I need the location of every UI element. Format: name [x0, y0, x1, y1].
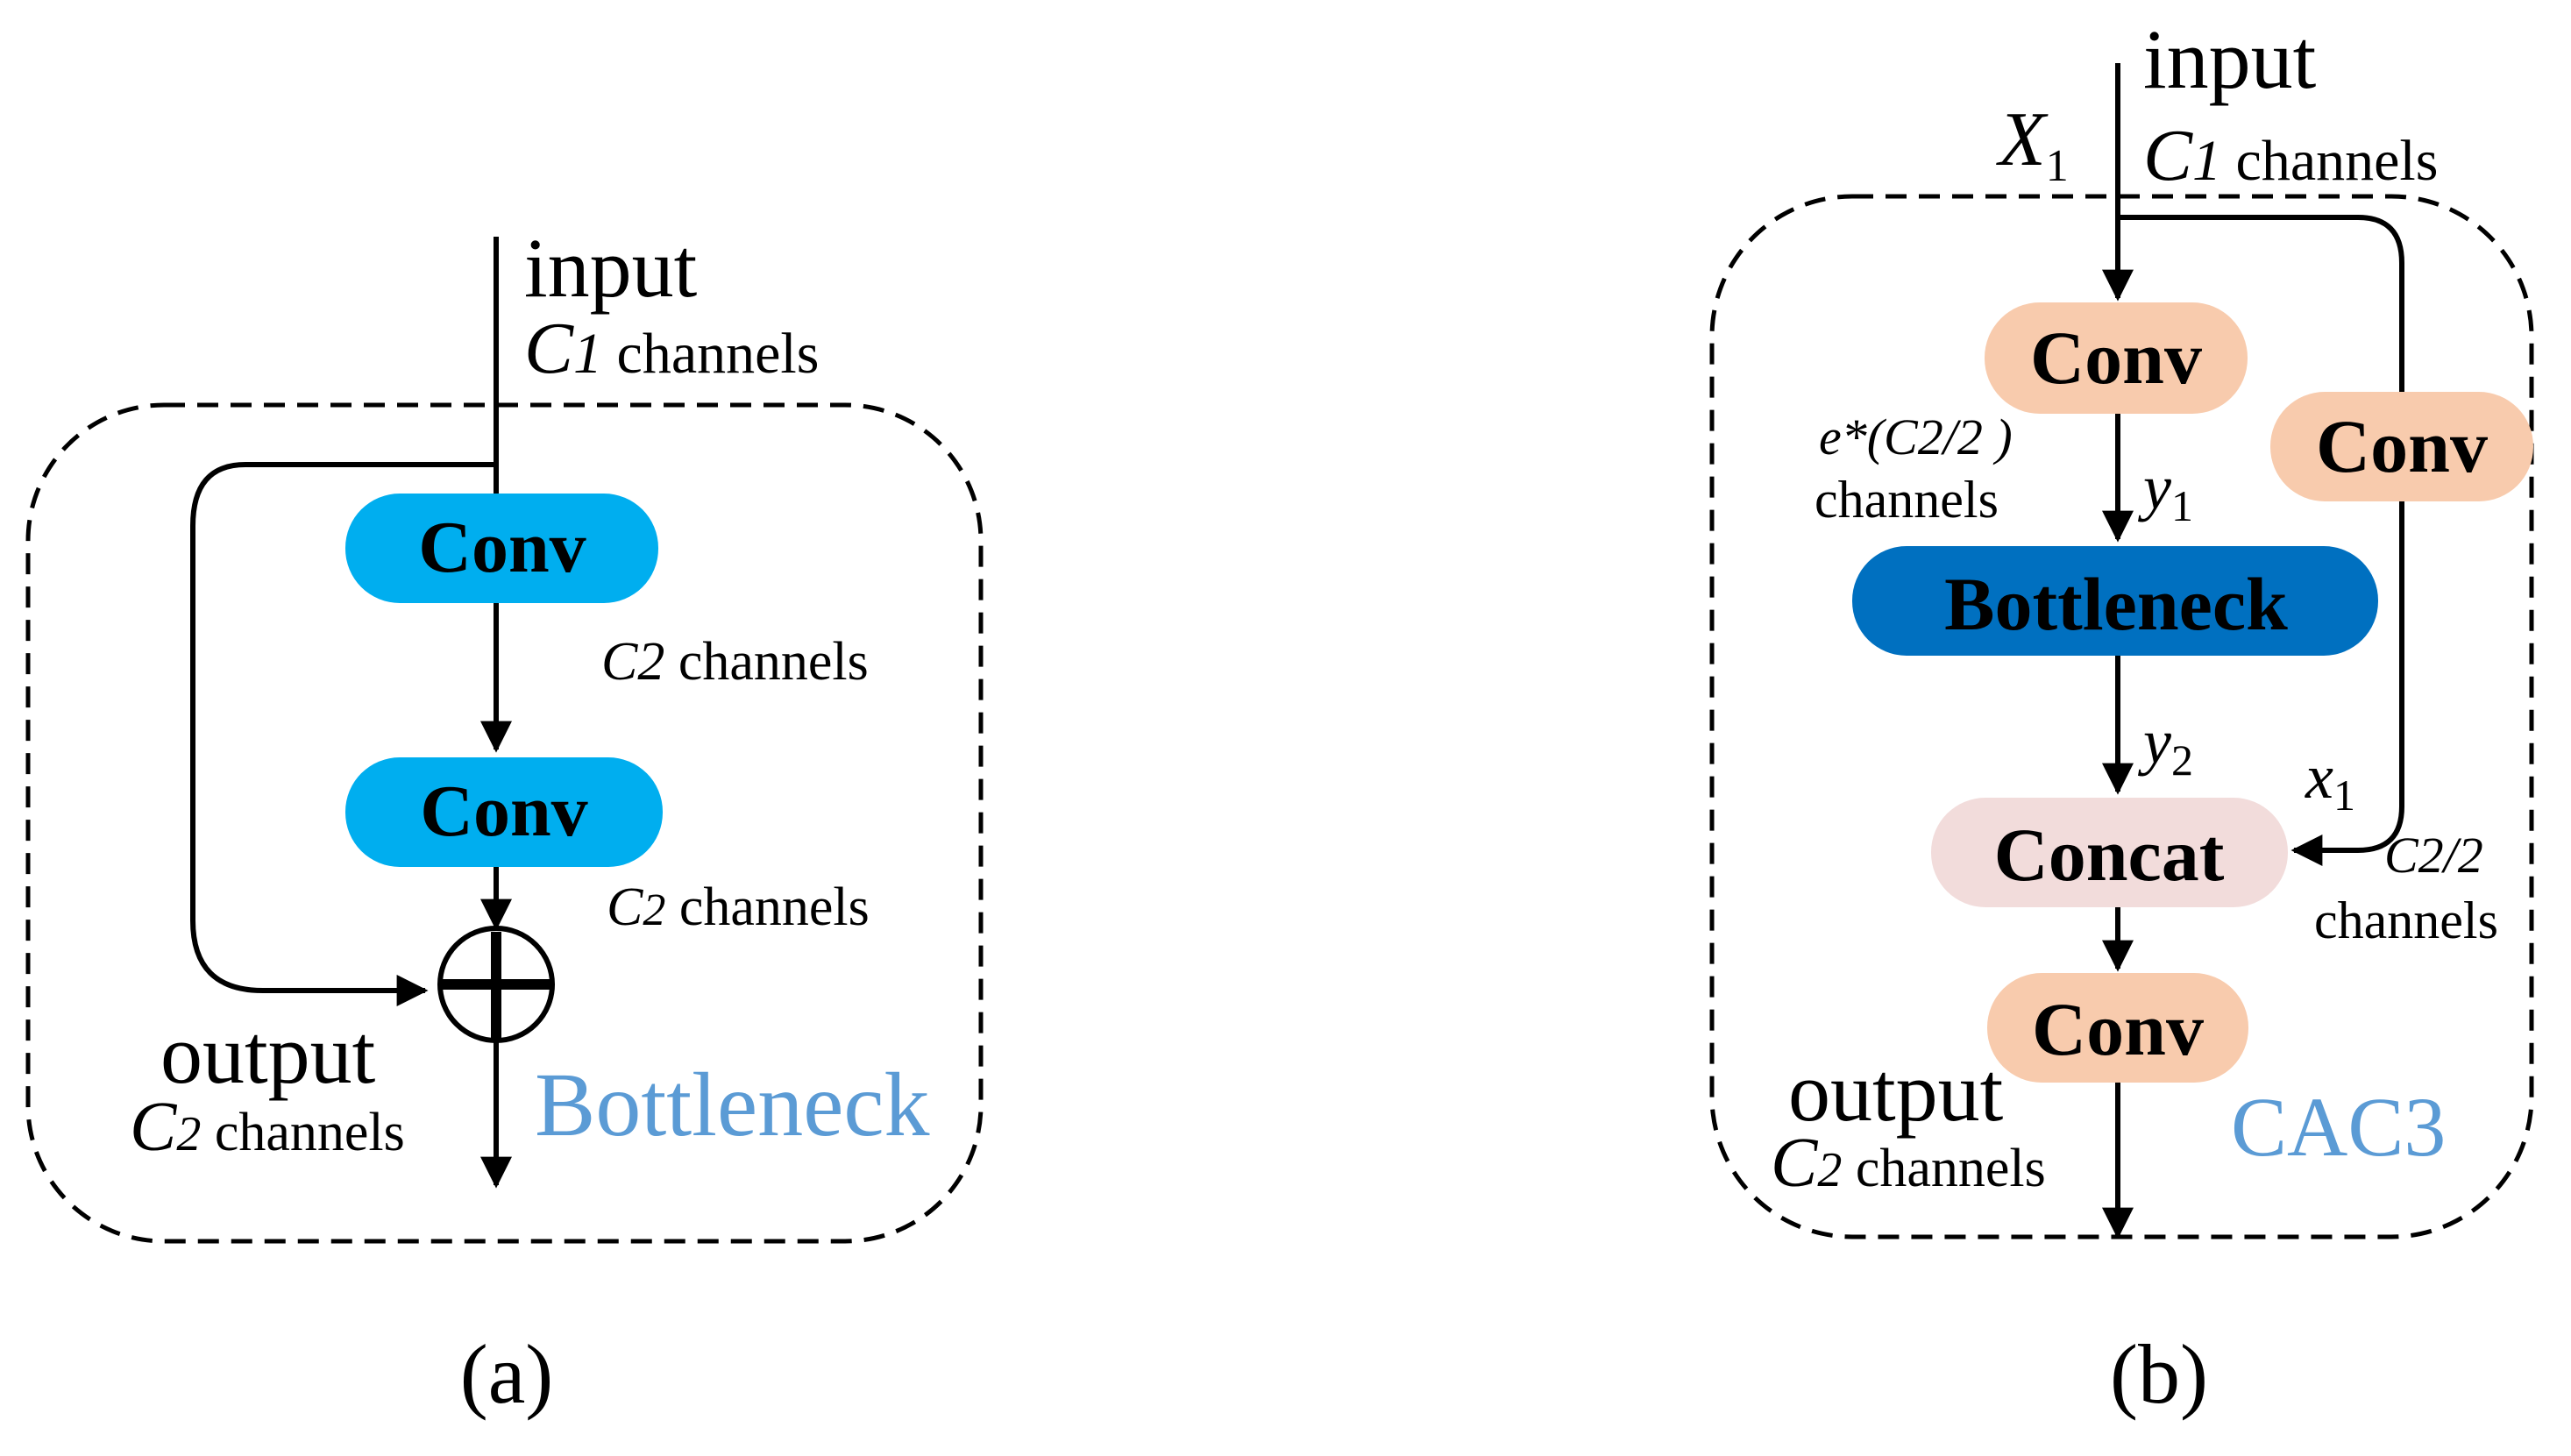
output-label-b: output: [1788, 1045, 2004, 1139]
add-circle-icon: [437, 926, 555, 1043]
side-branch: [2118, 215, 2404, 866]
conv-side-label: Conv: [2316, 404, 2488, 488]
x1-upper-label: X1: [1996, 97, 2069, 191]
bottleneck-block-name: Bottleneck: [535, 1055, 930, 1155]
y1-label: y1: [2137, 452, 2193, 530]
half-channels-top: C2/2: [2384, 827, 2483, 884]
conv-block-1: [345, 494, 658, 603]
input-channels-label: C1 channels: [524, 308, 819, 389]
input-label-b: input: [2143, 12, 2317, 106]
caption-b: (b): [2110, 1327, 2208, 1421]
post-channels-label: C2 channels: [607, 877, 870, 937]
caption-a: (a): [460, 1327, 554, 1421]
conv-main-label: Conv: [2030, 316, 2202, 400]
bottleneck-block-label: Bottleneck: [1944, 562, 2288, 646]
panel-a: Conv Conv input C1 channels C2 channels …: [25, 221, 984, 1421]
output-label: output: [160, 1007, 376, 1101]
input-label: input: [524, 221, 698, 315]
concat-block: [1931, 798, 2288, 907]
conv-main-block: [1985, 302, 2248, 414]
mid-channels-label: C2 channels: [601, 632, 869, 692]
e-channels-bottom: channels: [1815, 471, 1999, 529]
concat-block-label: Concat: [1994, 813, 2225, 897]
half-channels-bottom: channels: [2314, 891, 2498, 949]
conv-block-2-label: Conv: [420, 771, 587, 852]
x1-lower-label: x1: [2305, 742, 2355, 820]
output-channels-label: C2 channels: [130, 1089, 405, 1166]
conv-out-label: Conv: [2032, 987, 2204, 1071]
panel-b: Conv Conv Bottleneck Concat Conv input C…: [1709, 12, 2534, 1421]
bottleneck-block: [1852, 546, 2378, 656]
e-channels-top: e*(C2/2 ): [1819, 408, 2013, 465]
input-channels-label-b: C1 channels: [2143, 115, 2438, 196]
bottleneck-dashed-border: [25, 402, 984, 1244]
y2-label: y2: [2137, 707, 2193, 785]
conv-block-2: [345, 757, 663, 867]
skip-connection: [190, 462, 496, 1006]
cac3-block-name: CAC3: [2231, 1080, 2446, 1174]
conv-out-block: [1987, 973, 2248, 1083]
output-channels-label-b: C2 channels: [1771, 1125, 2046, 1202]
conv-block-1-label: Conv: [418, 507, 586, 588]
conv-side-block: [2270, 392, 2533, 501]
